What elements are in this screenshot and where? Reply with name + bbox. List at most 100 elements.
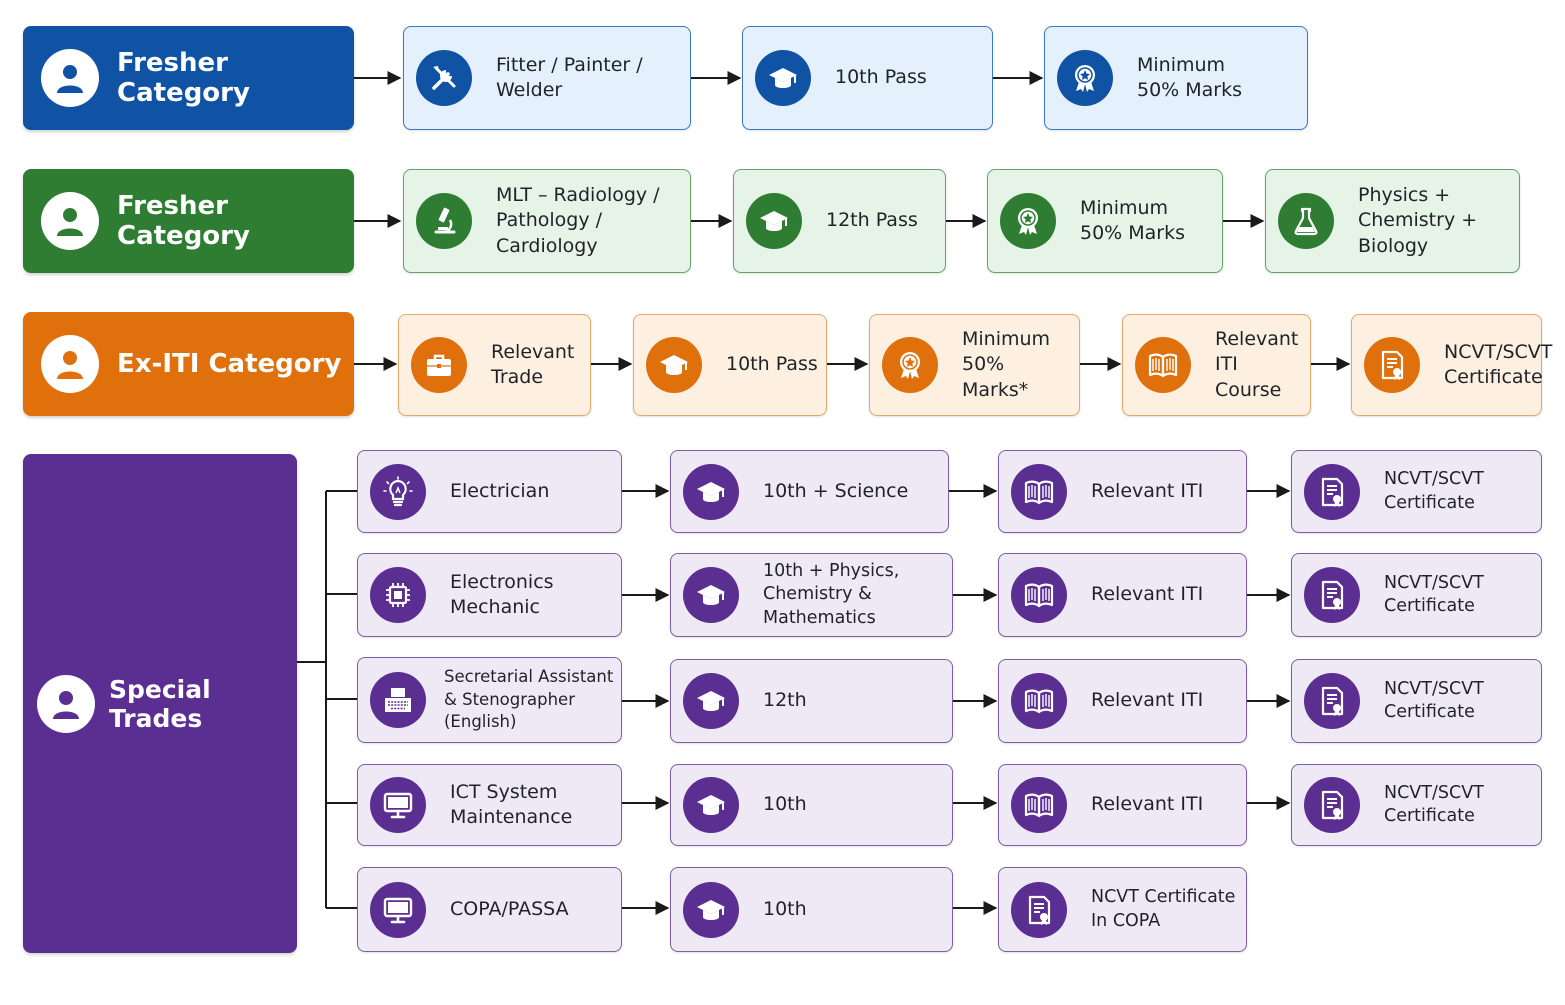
subjects-node: Physics + Chemistry + Biology bbox=[1265, 169, 1520, 273]
marks-node: Minimum 50% Marks* bbox=[869, 314, 1080, 416]
trade-node: Fitter / Painter / Welder bbox=[403, 26, 691, 130]
person-icon bbox=[41, 192, 99, 250]
person-icon bbox=[41, 49, 99, 107]
node-label: Minimum 50% Marks bbox=[1137, 53, 1243, 101]
course-node: Relevant ITI bbox=[998, 659, 1247, 743]
graduation-cap-icon bbox=[683, 777, 739, 833]
node-label: 12th Pass bbox=[826, 209, 918, 232]
graduation-cap-icon bbox=[683, 567, 739, 623]
certificate-icon bbox=[1011, 881, 1067, 938]
node-label: Physics + Chemistry + Biology bbox=[1358, 184, 1478, 257]
marks-node: Minimum 50% Marks bbox=[1044, 26, 1308, 130]
node-label: MLT – Radiology / Pathology / Cardiology bbox=[496, 184, 660, 257]
certificate-icon bbox=[1304, 673, 1360, 729]
chip-icon bbox=[370, 567, 426, 623]
course-node: Relevant ITI Course bbox=[1122, 314, 1311, 416]
node-label: Relevant ITI bbox=[1091, 479, 1204, 502]
node-label: Relevant Trade bbox=[491, 340, 575, 388]
trade-node: COPA/PASSA bbox=[357, 867, 622, 952]
node-label: NCVT/SCVT Certificate bbox=[1444, 340, 1553, 388]
node-label: Electronics Mechanic bbox=[450, 570, 554, 618]
award-badge-icon bbox=[1000, 193, 1056, 249]
certificate-icon bbox=[1304, 567, 1360, 623]
book-icon bbox=[1011, 777, 1067, 833]
node-label: 10th Pass bbox=[835, 66, 927, 89]
node-label: Electrician bbox=[450, 479, 550, 502]
node-label: 12th bbox=[763, 689, 807, 712]
typewriter-icon bbox=[370, 672, 426, 728]
graduation-cap-icon bbox=[755, 50, 811, 106]
qualification-node: 10th Pass bbox=[742, 26, 993, 130]
graduation-cap-icon bbox=[646, 337, 702, 393]
node-label: NCVT/SCVT Certificate bbox=[1384, 678, 1484, 722]
trade-node: Electrician bbox=[357, 450, 622, 533]
certificate-node: NCVT Certificate In COPA bbox=[998, 867, 1247, 952]
briefcase-icon bbox=[411, 337, 467, 393]
qualification-node: 10th bbox=[670, 764, 953, 846]
tools-icon bbox=[416, 50, 472, 106]
book-icon bbox=[1011, 567, 1067, 623]
category-label: Fresher Category bbox=[117, 48, 250, 108]
category-label: Special Trades bbox=[109, 674, 211, 733]
node-label: NCVT/SCVT Certificate bbox=[1384, 572, 1484, 616]
category-fresher-trades: Fresher Category bbox=[23, 26, 354, 130]
trade-node: Electronics Mechanic bbox=[357, 553, 622, 637]
node-label: Secretarial Assistant & Stenographer (En… bbox=[444, 666, 614, 732]
certificate-icon bbox=[1364, 337, 1420, 393]
monitor-icon bbox=[370, 881, 426, 938]
node-label: NCVT/SCVT Certificate bbox=[1384, 782, 1484, 826]
node-label: COPA/PASSA bbox=[450, 897, 569, 920]
certificate-icon bbox=[1304, 463, 1360, 520]
book-icon bbox=[1011, 463, 1067, 520]
microscope-icon bbox=[416, 193, 472, 249]
course-node: Relevant ITI bbox=[998, 553, 1247, 637]
flask-icon bbox=[1278, 193, 1334, 249]
category-label: Fresher Category bbox=[117, 191, 250, 251]
trade-node: Relevant Trade bbox=[398, 314, 591, 416]
graduation-cap-icon bbox=[683, 673, 739, 729]
qualification-node: 10th Pass bbox=[633, 314, 827, 416]
monitor-icon bbox=[370, 777, 426, 833]
node-label: Relevant ITI bbox=[1091, 583, 1204, 606]
person-icon bbox=[41, 335, 99, 393]
certificate-node: NCVT/SCVT Certificate bbox=[1291, 450, 1542, 533]
category-label: Ex-ITI Category bbox=[117, 349, 342, 379]
book-icon bbox=[1011, 673, 1067, 729]
qualification-node: 10th + Science bbox=[670, 450, 949, 533]
person-icon bbox=[37, 674, 95, 733]
node-label: Relevant ITI Course bbox=[1215, 328, 1299, 401]
category-special-trades: Special Trades bbox=[23, 454, 297, 953]
certificate-icon bbox=[1304, 777, 1360, 833]
node-label: NCVT/SCVT Certificate bbox=[1384, 469, 1484, 513]
qualification-node: 10th bbox=[670, 867, 953, 952]
certificate-node: NCVT/SCVT Certificate bbox=[1291, 659, 1542, 743]
marks-node: Minimum 50% Marks bbox=[987, 169, 1223, 273]
trade-node: ICT System Maintenance bbox=[357, 764, 622, 846]
node-label: 10th + Science bbox=[763, 479, 909, 502]
category-ex-iti: Ex-ITI Category bbox=[23, 312, 354, 416]
node-label: 10th + Physics, Chemistry & Mathematics bbox=[763, 561, 900, 628]
node-label: 10th bbox=[763, 793, 807, 816]
node-label: 10th bbox=[763, 897, 807, 920]
lightbulb-icon bbox=[370, 463, 426, 520]
graduation-cap-icon bbox=[683, 463, 739, 520]
node-label: Minimum 50% Marks* bbox=[962, 328, 1051, 401]
node-label: Relevant ITI bbox=[1091, 689, 1204, 712]
certificate-node: NCVT/SCVT Certificate bbox=[1291, 764, 1542, 846]
qualification-node: 10th + Physics, Chemistry & Mathematics bbox=[670, 553, 953, 637]
course-node: Relevant ITI bbox=[998, 764, 1247, 846]
course-node: Relevant ITI bbox=[998, 450, 1247, 533]
qualification-node: 12th bbox=[670, 659, 953, 743]
qualification-node: 12th Pass bbox=[733, 169, 946, 273]
certificate-node: NCVT/SCVT Certificate bbox=[1291, 553, 1542, 637]
graduation-cap-icon bbox=[683, 881, 739, 938]
node-label: NCVT Certificate In COPA bbox=[1091, 887, 1236, 931]
certificate-node: NCVT/SCVT Certificate bbox=[1351, 314, 1552, 416]
book-icon bbox=[1135, 337, 1191, 393]
trade-node: MLT – Radiology / Pathology / Cardiology bbox=[403, 169, 691, 273]
node-label: ICT System Maintenance bbox=[450, 780, 573, 828]
category-fresher-mlt: Fresher Category bbox=[23, 169, 354, 273]
node-label: Fitter / Painter / Welder bbox=[496, 53, 643, 101]
award-badge-icon bbox=[1057, 50, 1113, 106]
node-label: Minimum 50% Marks bbox=[1080, 196, 1186, 244]
